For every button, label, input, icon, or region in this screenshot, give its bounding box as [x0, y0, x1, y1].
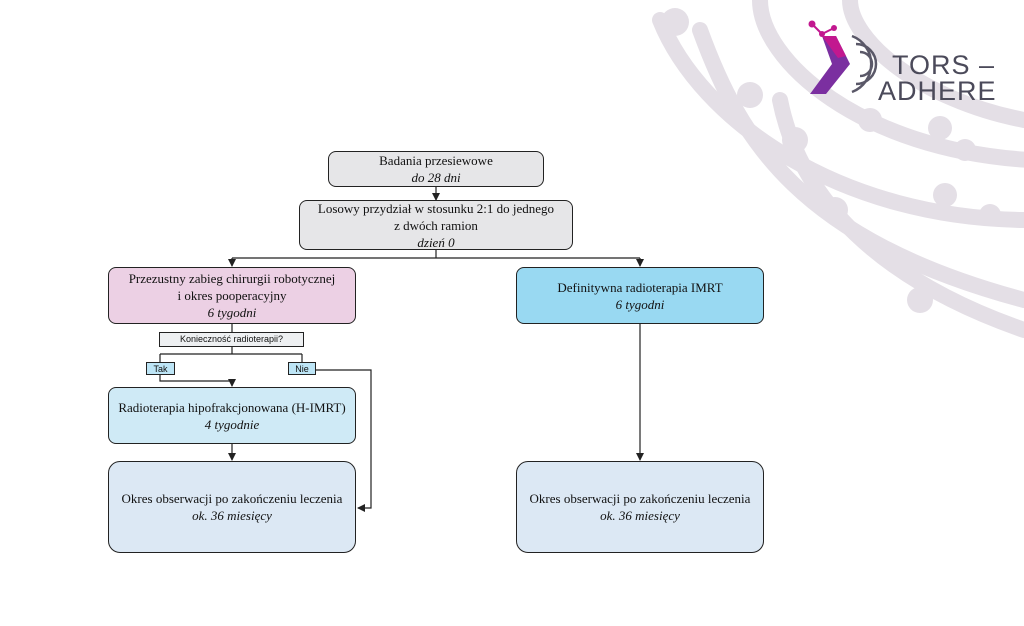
- surgery-line2: i okres pooperacyjny: [177, 288, 287, 303]
- yes-label: Tak: [153, 363, 168, 374]
- followup-right-title: Okres obserwacji po zakończeniu leczenia: [529, 491, 751, 506]
- logo-text-line2: ADHERE: [878, 76, 997, 106]
- surgery-box: Przezustny zabieg chirurgii robotycznej …: [108, 267, 356, 324]
- followup-right-box: Okres obserwacji po zakończeniu leczenia…: [516, 461, 764, 553]
- decision-label: Konieczność radioterapii?: [179, 334, 284, 344]
- no-label: Nie: [295, 363, 309, 374]
- surgery-line1: Przezustny zabieg chirurgii robotycznej: [128, 271, 336, 286]
- followup-left-title: Okres obserwacji po zakończeniu leczenia: [121, 491, 343, 506]
- imrt-title: Definitywna radioterapia IMRT: [557, 279, 723, 295]
- screening-duration: do 28 dni: [411, 170, 461, 185]
- no-tag: Nie: [288, 362, 316, 375]
- randomization-line1: Losowy przydział w stosunku 2:1 do jedne…: [317, 200, 555, 216]
- followup-left-duration: ok. 36 miesięcy: [192, 508, 272, 523]
- logo-text-line1: TORS –: [892, 50, 996, 80]
- imrt-box: Definitywna radioterapia IMRT 6 tygodni: [516, 267, 764, 324]
- screening-box: Badania przesiewowe do 28 dni: [328, 151, 544, 187]
- yes-tag: Tak: [146, 362, 175, 375]
- followup-right-duration: ok. 36 miesięcy: [600, 508, 680, 523]
- randomization-box: Losowy przydział w stosunku 2:1 do jedne…: [299, 200, 573, 250]
- himrt-duration: 4 tygodnie: [204, 416, 260, 432]
- decision-box: Konieczność radioterapii?: [159, 332, 304, 347]
- followup-left-box: Okres obserwacji po zakończeniu leczenia…: [108, 461, 356, 553]
- imrt-duration: 6 tygodni: [615, 296, 665, 312]
- randomization-line2: z dwóch ramion: [394, 217, 478, 233]
- himrt-box: Radioterapia hipofrakcjonowana (H-IMRT) …: [108, 387, 356, 444]
- logo-mark-icon: [808, 20, 878, 94]
- himrt-title: Radioterapia hipofrakcjonowana (H-IMRT): [118, 399, 346, 415]
- randomization-day: dzień 0: [417, 234, 455, 250]
- screening-title: Badania przesiewowe: [379, 153, 493, 168]
- tors-adhere-logo: TORS – ADHERE: [800, 14, 1005, 106]
- surgery-duration: 6 tygodni: [207, 305, 257, 320]
